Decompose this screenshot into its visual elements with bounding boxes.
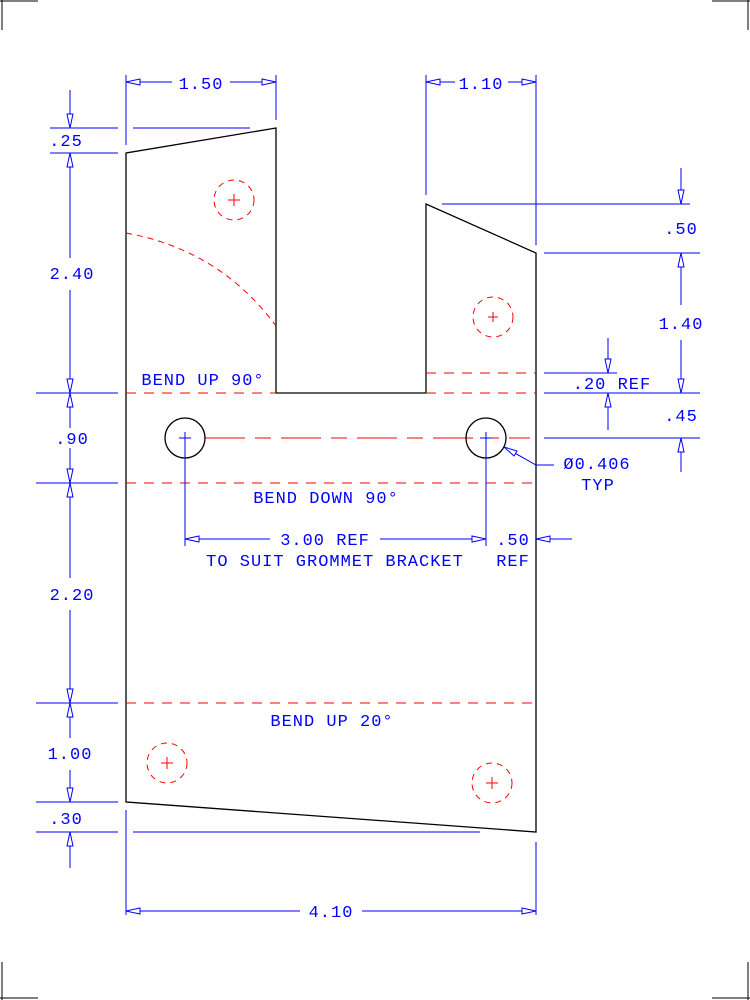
bend-notes: BEND UP 90° BEND DOWN 90° BEND UP 20°: [141, 372, 399, 732]
dim-edge-offset-ref: REF: [496, 553, 530, 572]
bend-note-up-20: BEND UP 20°: [270, 713, 393, 732]
hidden-holes: [146, 179, 514, 804]
bend-note-up-90: BEND UP 90°: [141, 372, 264, 391]
dim-bottom-height: 1.00: [48, 746, 93, 765]
dim-right-tab-height: 1.40: [659, 316, 704, 335]
dim-left-tab-height: 2.40: [50, 266, 95, 285]
dim-top-right-width: 1.10: [459, 76, 504, 95]
dim-hole-diameter-note: TYP: [581, 477, 615, 496]
grommet-holes: [164, 417, 530, 546]
part-outline: [125, 127, 537, 833]
dim-hole-offset: .45: [664, 408, 698, 427]
dim-hole-band: .90: [55, 431, 89, 450]
dim-edge-offset: .50: [496, 532, 530, 551]
bend-note-down-90: BEND DOWN 90°: [253, 490, 399, 509]
hidden-arc: [125, 232, 277, 327]
dim-step-ref: .20 REF: [573, 376, 651, 395]
dimension-labels: 1.50 1.10 .25 2.40 .90 2.20 1.00 .30 4.1…: [48, 76, 704, 923]
dim-hole-spacing-note: TO SUIT GROMMET BRACKET: [206, 553, 464, 572]
dim-hole-diameter: Ø0.406: [563, 456, 630, 475]
dim-left-taper: .25: [49, 133, 83, 152]
dim-top-left-width: 1.50: [179, 76, 224, 95]
dim-overall-width: 4.10: [309, 904, 354, 923]
dimension-lines: [36, 75, 700, 915]
dim-bottom-taper: .30: [49, 811, 83, 830]
dim-hole-spacing: 3.00 REF: [280, 532, 370, 551]
dim-right-taper: .50: [664, 221, 698, 240]
bend-lines: [126, 372, 536, 704]
dim-middle-height: 2.20: [50, 587, 95, 606]
